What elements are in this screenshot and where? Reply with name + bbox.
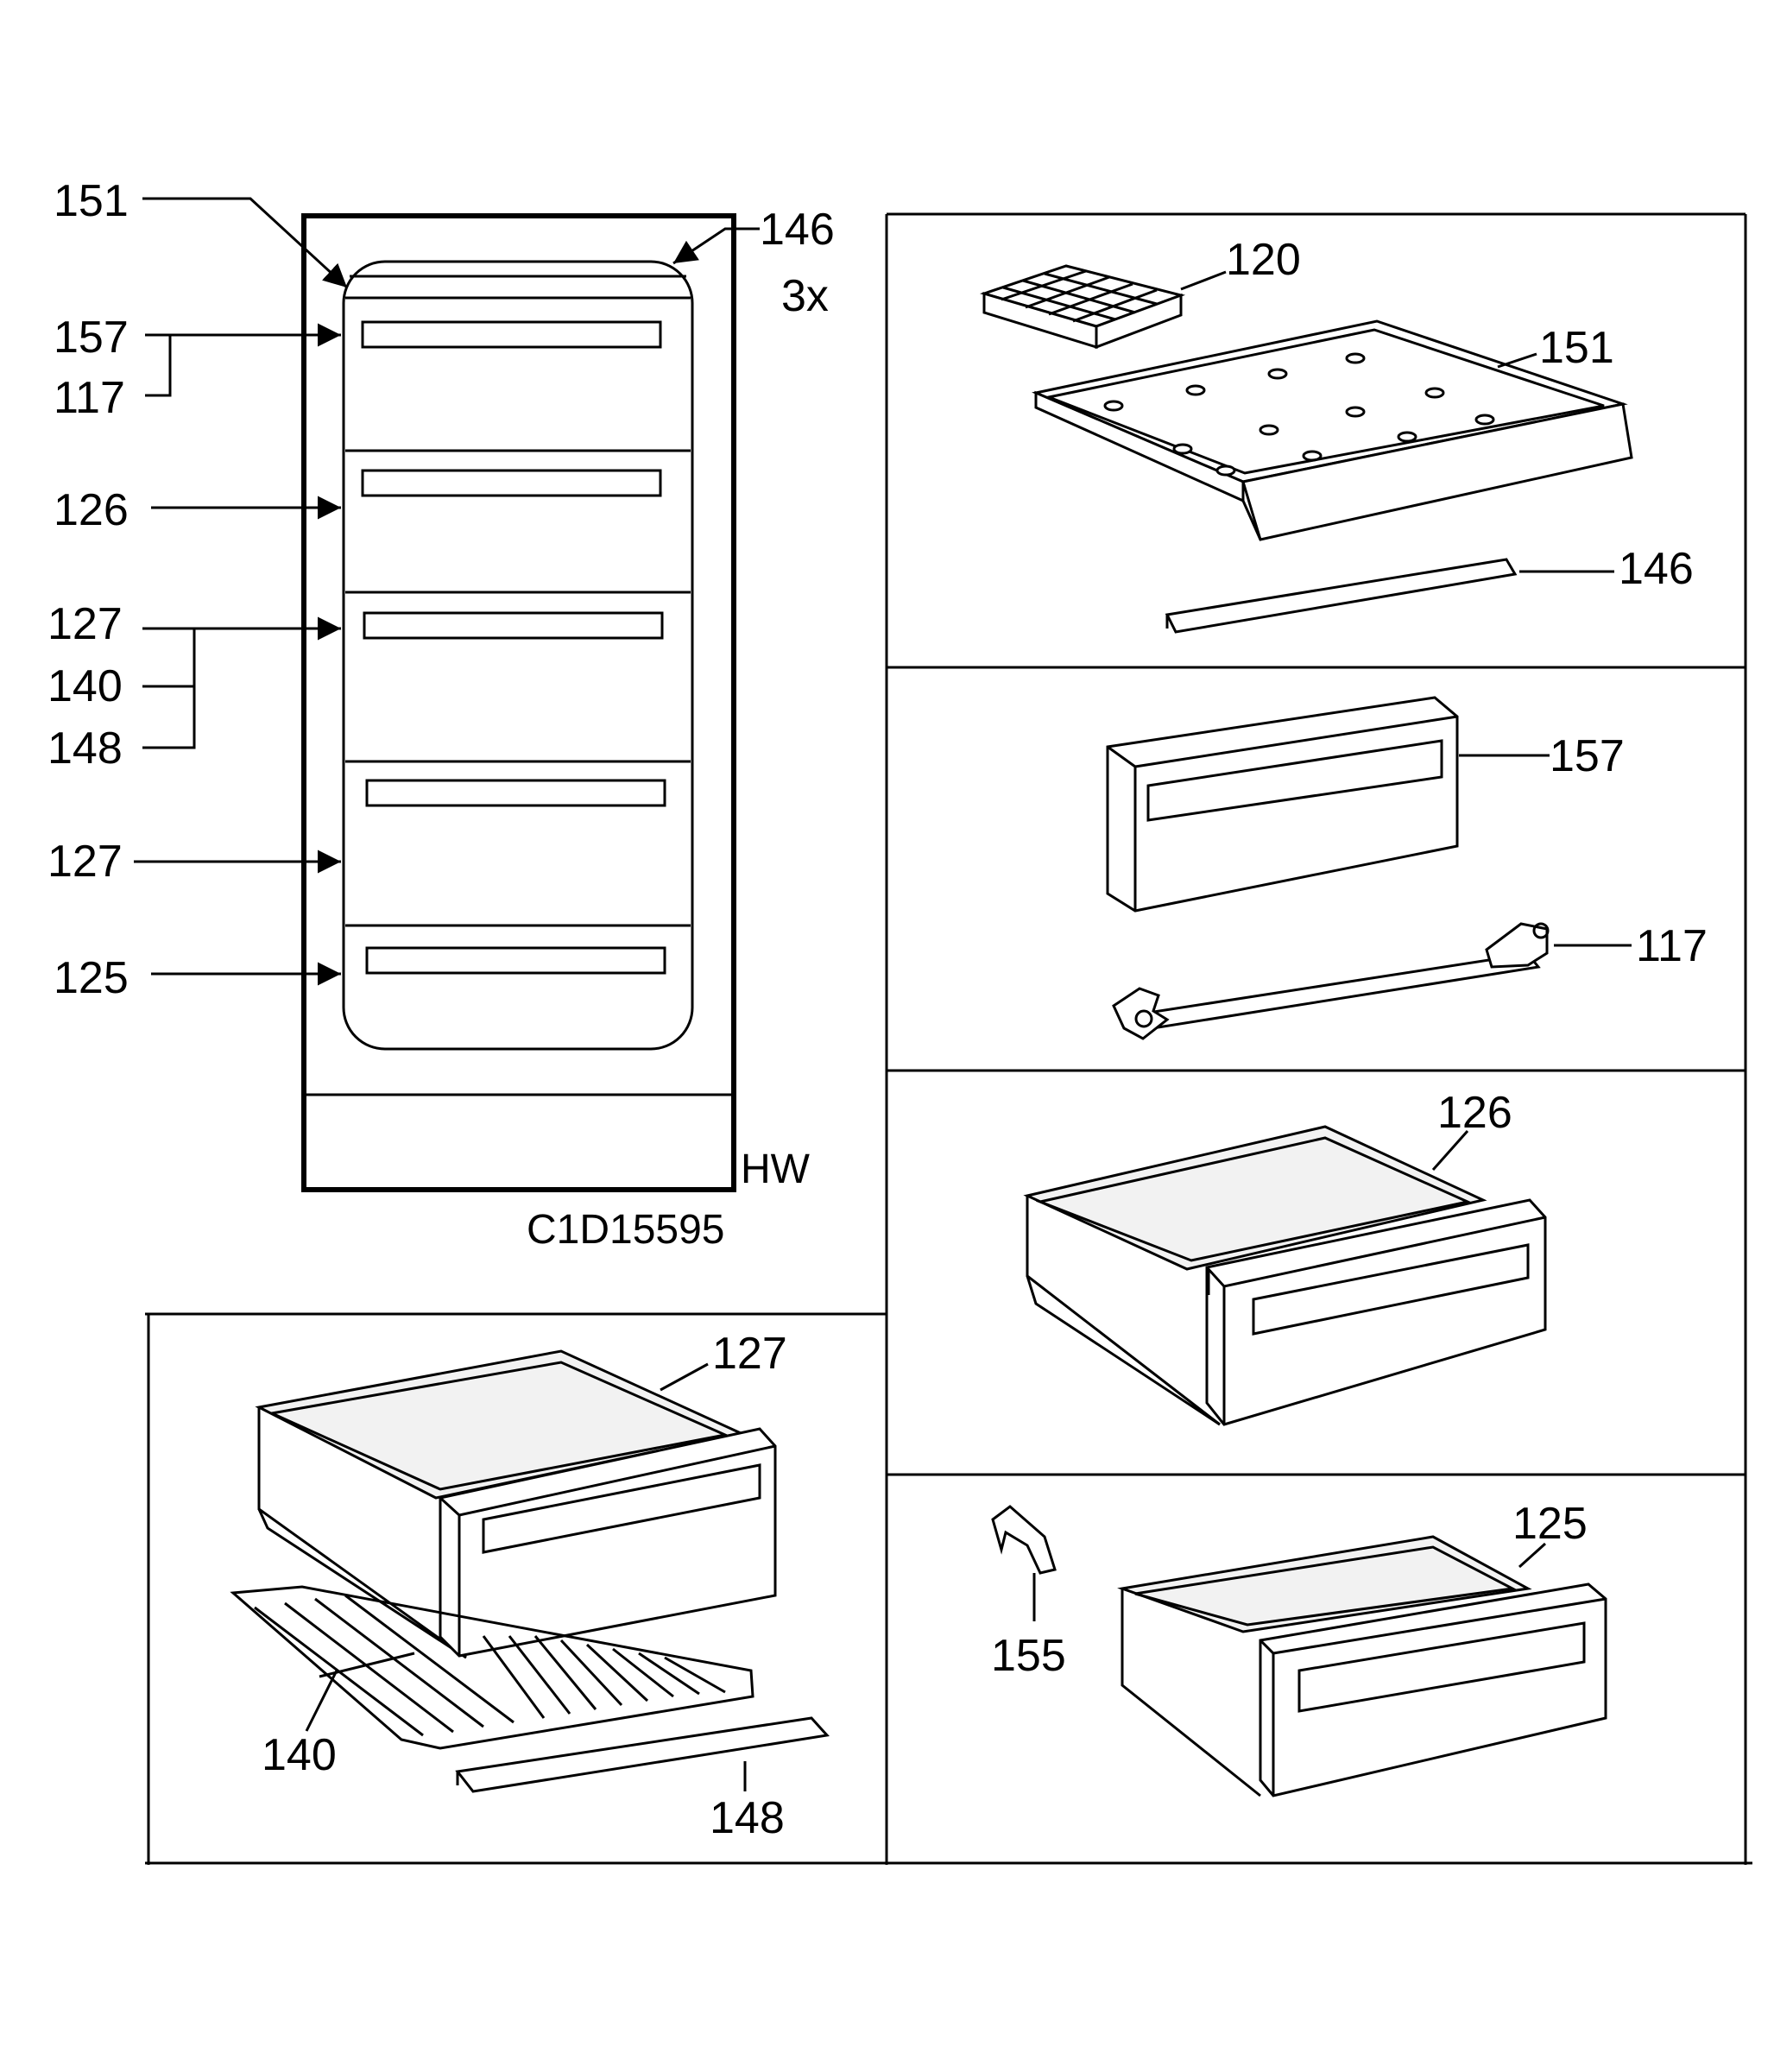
- panel1-label-120: 120: [1226, 235, 1301, 285]
- diagram-code: C1D15595: [527, 1207, 725, 1253]
- hinge-rail: [1112, 922, 1632, 1040]
- front-rail: [455, 1716, 830, 1793]
- drawer-handle-1: [361, 320, 662, 349]
- panel-drawer-127: 127 140 148: [230, 1329, 830, 1843]
- panel-drawer-126: 126: [1023, 1088, 1547, 1426]
- panel1-label-151: 151: [1539, 323, 1614, 373]
- label-127-a: 127: [47, 599, 123, 649]
- label-126: 126: [54, 485, 129, 535]
- trim-strip: [1165, 558, 1614, 634]
- label-117: 117: [54, 373, 125, 423]
- label-151: 151: [54, 176, 129, 226]
- clip-part: [991, 1505, 1057, 1621]
- panel-shelf-icetray: 120 151 146: [980, 235, 1694, 634]
- panel4-label-127: 127: [712, 1329, 787, 1379]
- panel5-label-125: 125: [1512, 1499, 1588, 1549]
- label-146: 146: [760, 205, 835, 255]
- label-148: 148: [47, 723, 123, 774]
- panel4-label-148: 148: [710, 1793, 785, 1843]
- label-hw: HW: [741, 1147, 811, 1192]
- panel1-label-146: 146: [1619, 544, 1694, 594]
- drawer-handle-3: [363, 611, 664, 640]
- ice-tray: [980, 264, 1227, 350]
- label-140: 140: [47, 661, 123, 711]
- label-157: 157: [54, 313, 129, 363]
- freezer-front-view: 151 146 3x 157 117 126 127 140 148 127 1…: [47, 176, 835, 1253]
- drawer-handle-2: [361, 469, 662, 497]
- label-3x: 3x: [781, 271, 829, 321]
- panel2-label-117: 117: [1636, 921, 1708, 971]
- label-127-b: 127: [47, 837, 123, 887]
- panel-drawer-front: 157 117: [1106, 696, 1708, 1040]
- panel-drawer-125: 125 155: [991, 1499, 1607, 1797]
- panel3-label-126: 126: [1437, 1088, 1512, 1138]
- label-125: 125: [54, 953, 129, 1003]
- glass-shelf: [1032, 319, 1633, 541]
- drawer-handle-5: [365, 946, 666, 975]
- wire-tray: [230, 1585, 754, 1750]
- drawer-handle-4: [365, 779, 666, 807]
- panel5-label-155: 155: [991, 1631, 1066, 1681]
- panel2-label-157: 157: [1550, 731, 1625, 781]
- drawer-front: [1106, 696, 1550, 913]
- panel4-label-140: 140: [262, 1730, 337, 1780]
- panel-frames: [145, 212, 1752, 1865]
